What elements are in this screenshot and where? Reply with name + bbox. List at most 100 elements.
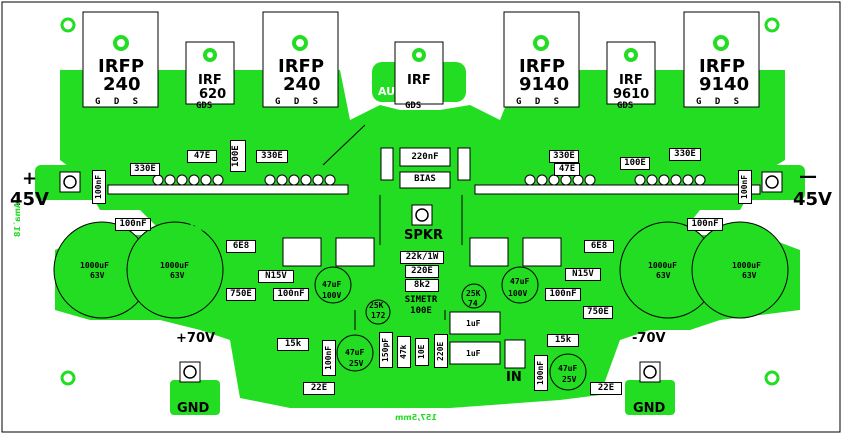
cap-1000uf-l2: 1000uF xyxy=(160,261,189,270)
cap-100nf-b2: 100nF xyxy=(534,355,548,391)
mosfet-5-number: 9140 xyxy=(519,74,570,95)
cap-47uf-b2: 47uF xyxy=(558,364,578,373)
resistor-10e: 10E xyxy=(415,338,429,366)
pad-rows xyxy=(107,184,761,195)
pad xyxy=(682,174,694,186)
trimmer-25k-sub: 172 xyxy=(371,311,386,320)
cap-47uf-r-volt: 100V xyxy=(508,289,528,298)
mosfet-1-pins: G D S xyxy=(95,97,139,107)
pad xyxy=(524,174,536,186)
author-mark: Ama`18 xyxy=(13,201,23,238)
pad xyxy=(658,174,670,186)
mosfet-3-pins: G D S xyxy=(275,97,319,107)
mosfet-4-name: IRF xyxy=(407,73,431,88)
boxes xyxy=(282,147,562,369)
mosfet-6-name: IRF xyxy=(619,73,643,88)
minus70-label: -70V xyxy=(632,331,666,346)
pads xyxy=(152,174,706,186)
cap-100nf-r1: 100nF xyxy=(738,170,752,204)
mosfet-4-pins: GDS xyxy=(405,101,422,111)
cap-100nf-r3: 100nF xyxy=(545,288,581,301)
screw-terminals xyxy=(59,171,783,383)
mosfet-7-name: IRFP xyxy=(699,56,746,77)
mosfet-holes xyxy=(113,35,729,62)
mosfet-1-number: 240 xyxy=(103,74,141,95)
corner-holes xyxy=(60,17,780,386)
pad xyxy=(670,174,682,186)
pad xyxy=(176,174,188,186)
resistor-330e-l2: 330E xyxy=(256,150,288,163)
cap-47uf-b1-volt: 25V xyxy=(349,359,364,368)
cap-100nf-l2: 100nF xyxy=(115,218,151,231)
resistor-8k2: 8k2 xyxy=(405,279,439,292)
mosfet-7-number: 9140 xyxy=(699,74,750,95)
mosfet-2-pins: GDS xyxy=(196,101,213,111)
resistor-47k: 47k xyxy=(397,336,411,368)
cap-47uf-l-volt: 100V xyxy=(322,291,342,300)
mosfet-5-name: IRFP xyxy=(519,56,566,77)
resistor-750e-r: 750E xyxy=(583,306,613,319)
brand-logo: BRAVURA xyxy=(188,215,285,236)
mosfet-6-pins: GDS xyxy=(617,101,634,111)
board-dimension: 157,5mm xyxy=(395,413,437,422)
pad xyxy=(634,174,646,186)
cap-100nf-l1: 100nF xyxy=(92,170,106,204)
plus70-label: +70V xyxy=(176,331,216,346)
mosfet-2-name: IRF xyxy=(198,73,222,88)
resistor-330e-r: 330E xyxy=(549,150,579,163)
resistor-47e-r: 47E xyxy=(554,163,580,176)
resistor-6e8-l: 6E8 xyxy=(226,240,256,253)
cap-1000uf-l1-volt: 63V xyxy=(90,271,105,280)
mosfet-2-number: 620 xyxy=(199,87,227,102)
mosfet-1-name: IRFP xyxy=(98,56,145,77)
mosfet-7-pins: G D S xyxy=(696,97,740,107)
bias-trimmer: BIAS xyxy=(414,174,436,184)
pad xyxy=(312,174,324,186)
pad xyxy=(264,174,276,186)
resistor-47e-l: 47E xyxy=(187,150,217,163)
pad xyxy=(212,174,224,186)
neg-supply-label: 45V xyxy=(793,189,832,210)
resistor-22e-r: 22E xyxy=(590,382,622,395)
pad xyxy=(276,174,288,186)
cap-150pf: 150pF xyxy=(379,332,393,368)
pad xyxy=(300,174,312,186)
pad xyxy=(188,174,200,186)
simetr-trimmer: SIMETR xyxy=(404,295,438,305)
pad xyxy=(324,174,336,186)
cap-47uf-r: 47uF xyxy=(510,277,530,286)
resistor-330e-r2: 330E xyxy=(669,148,701,161)
traces xyxy=(322,124,463,330)
trimmer-25k: 25K xyxy=(369,301,384,310)
transistor-label: 25K xyxy=(466,289,481,298)
pos-supply-label: 45V xyxy=(10,189,49,210)
input-label: IN xyxy=(506,370,522,385)
resistor-330e-l: 330E xyxy=(130,163,160,176)
pad xyxy=(152,174,164,186)
pad xyxy=(694,174,706,186)
pad xyxy=(200,174,212,186)
pos-supply-sign: + xyxy=(22,168,38,189)
zener-n15v-l: N15V xyxy=(258,270,294,283)
cap-1000uf-r2: 1000uF xyxy=(732,261,761,270)
gnd-left-label: GND xyxy=(177,401,210,416)
cap-47uf-l: 47uF xyxy=(322,280,342,289)
medium-caps xyxy=(314,266,587,391)
neg-supply-sign: — xyxy=(799,166,817,187)
mosfet-5-pins: G D S xyxy=(516,97,560,107)
resistor-22k: 22k/1W xyxy=(400,251,444,264)
terminal-screws xyxy=(63,175,779,379)
cap-47uf-b2-volt: 25V xyxy=(562,375,577,384)
cap-1000uf-r1-volt: 63V xyxy=(656,271,671,280)
cap-1000uf-l2-volt: 63V xyxy=(170,271,185,280)
resistor-750e-l: 750E xyxy=(226,288,256,301)
pad xyxy=(560,174,572,186)
cap-1uf-b: 1uF xyxy=(466,349,481,358)
pad xyxy=(536,174,548,186)
cap-100nf-r2: 100nF xyxy=(687,218,723,231)
resistor-100e-r: 100E xyxy=(620,157,650,170)
pad xyxy=(288,174,300,186)
cap-100nf-b1: 100nF xyxy=(322,340,336,376)
cap-47uf-b1: 47uF xyxy=(345,348,365,357)
